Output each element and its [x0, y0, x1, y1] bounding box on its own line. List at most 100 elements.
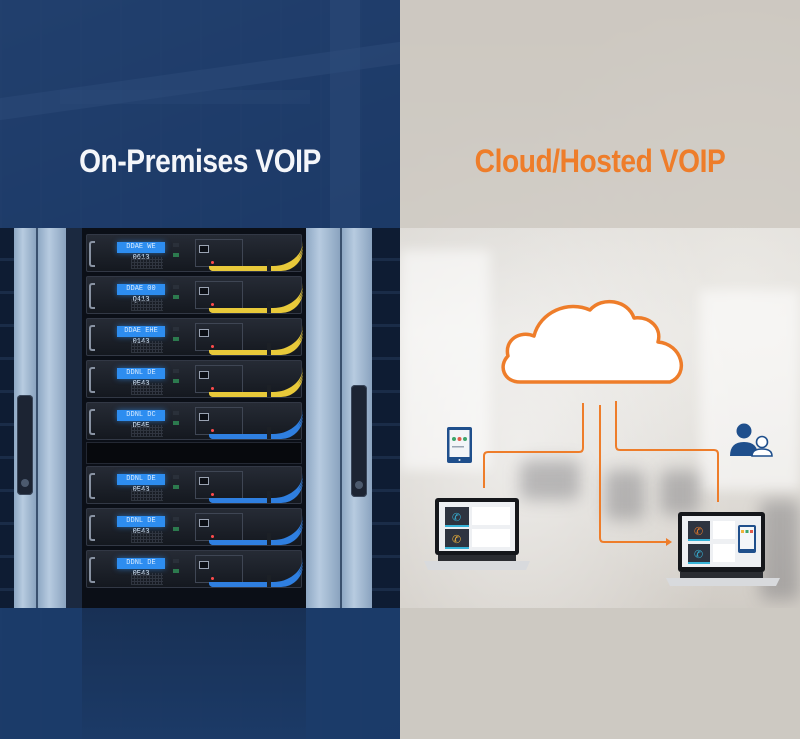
office-furniture — [605, 470, 645, 520]
cable-tie — [267, 301, 271, 313]
adjacent-rack — [372, 228, 400, 608]
status-led-icon — [173, 559, 179, 563]
cable-tie — [267, 533, 271, 545]
svg-text:✆: ✆ — [694, 548, 703, 561]
vent-grille — [131, 531, 163, 543]
lcd-display: DDAE WE 0613 — [117, 242, 165, 262]
ethernet-port-icon — [199, 561, 209, 569]
title-band — [400, 0, 800, 228]
status-led-icon — [173, 421, 179, 425]
lcd-display: DDNL DE 0E43 — [117, 558, 165, 578]
status-led-icon — [173, 411, 179, 415]
cable-bundle — [209, 409, 303, 439]
status-led-icon — [173, 253, 179, 257]
ethernet-port-icon — [199, 519, 209, 527]
status-led-icon — [173, 517, 179, 521]
status-led-icon — [173, 569, 179, 573]
bottom-band — [400, 608, 800, 739]
rack-handle-icon — [89, 515, 95, 541]
tablet-icon — [447, 427, 472, 463]
on-premises-title: On-Premises VOIP — [79, 143, 321, 179]
lcd-display: DDAE 00 Q413 — [117, 284, 165, 304]
status-led-icon — [173, 243, 179, 247]
rack-rail — [66, 228, 82, 608]
status-led-icon — [173, 327, 179, 331]
line-to-left-laptop — [483, 403, 584, 488]
cable-tie — [267, 491, 271, 503]
cable-bundle — [209, 241, 303, 271]
door-seam — [36, 228, 38, 608]
cable-bundle — [209, 515, 303, 545]
status-led-icon — [173, 475, 179, 479]
lcd-display: DDNL DE 0E43 — [117, 516, 165, 536]
bottom-band — [0, 608, 400, 739]
cable-tie — [267, 385, 271, 397]
ethernet-port-icon — [199, 329, 209, 337]
lcd-display: DDNL DE 0E43 — [117, 368, 165, 388]
vent-grille — [131, 425, 163, 437]
svg-text:✆: ✆ — [694, 525, 703, 538]
server-unit: DDNL DE 0E43 — [86, 508, 303, 546]
cloud-icon — [501, 299, 683, 384]
cable-bundle — [209, 283, 303, 313]
office-furniture — [660, 470, 700, 515]
server-unit: DDNL DE 0E43 — [86, 466, 303, 504]
server-unit: DDNL DE 0E43 — [86, 360, 303, 398]
ethernet-port-icon — [199, 287, 209, 295]
title-band — [0, 0, 400, 228]
status-led-icon — [173, 285, 179, 289]
ethernet-port-icon — [199, 245, 209, 253]
status-led-icon — [173, 295, 179, 299]
cable-bundle — [209, 325, 303, 355]
status-led-icon — [173, 369, 179, 373]
ethernet-port-icon — [199, 371, 209, 379]
rack-handle-icon — [89, 367, 95, 393]
status-led-icon — [173, 485, 179, 489]
server-rack: DDAE WE 0613DDAE 00 Q413DDAE EHE 0143DDN… — [82, 228, 306, 608]
cloud-panel: Cloud/Hosted VOIP — [400, 0, 800, 739]
users-icon — [730, 423, 773, 457]
server-unit: DDNL DC DE4E — [86, 402, 303, 440]
rack-handle-icon — [89, 473, 95, 499]
lcd-display: DDAE EHE 0143 — [117, 326, 165, 346]
vent-grille — [131, 299, 163, 311]
cable-bundle — [209, 557, 303, 587]
rack-handle-icon — [89, 557, 95, 583]
line-to-users — [615, 401, 719, 502]
vent-grille — [131, 257, 163, 269]
cloud-diagram: ✆ ✆ ✆ ✆ — [424, 299, 780, 586]
vent-grille — [131, 489, 163, 501]
rack-handle-icon — [89, 283, 95, 309]
ethernet-port-icon — [199, 413, 209, 421]
server-unit: DDAE EHE 0143 — [86, 318, 303, 356]
status-led-icon — [173, 379, 179, 383]
server-unit: DDAE 00 Q413 — [86, 276, 303, 314]
vent-grille — [131, 573, 163, 585]
vent-grille — [131, 341, 163, 353]
cable-tie — [267, 259, 271, 271]
blank-panel — [86, 442, 302, 464]
rack-door-right-a — [306, 228, 340, 608]
status-led-icon — [173, 527, 179, 531]
office-window — [400, 250, 490, 470]
rack-handle-icon — [89, 409, 95, 435]
rack-reflection — [82, 608, 306, 739]
door-seam — [340, 228, 342, 608]
vent-grille — [131, 383, 163, 395]
rack-handle-icon — [89, 325, 95, 351]
door-handle-icon — [17, 395, 33, 495]
line-to-right-laptop — [599, 405, 666, 543]
connection-lines — [483, 401, 719, 543]
svg-text:✆: ✆ — [452, 511, 461, 524]
rack-door-left-b — [38, 228, 66, 608]
svg-text:✆: ✆ — [452, 533, 461, 546]
cable-bundle — [209, 367, 303, 397]
lcd-display: DDNL DC DE4E — [117, 410, 165, 430]
ethernet-port-icon — [199, 477, 209, 485]
cable-bundle — [209, 473, 303, 503]
server-unit: DDAE WE 0613 — [86, 234, 303, 272]
cloud-title: Cloud/Hosted VOIP — [474, 143, 726, 179]
cable-tie — [267, 427, 271, 439]
server-unit: DDNL DE 0E43 — [86, 550, 303, 588]
adjacent-rack — [0, 228, 14, 608]
